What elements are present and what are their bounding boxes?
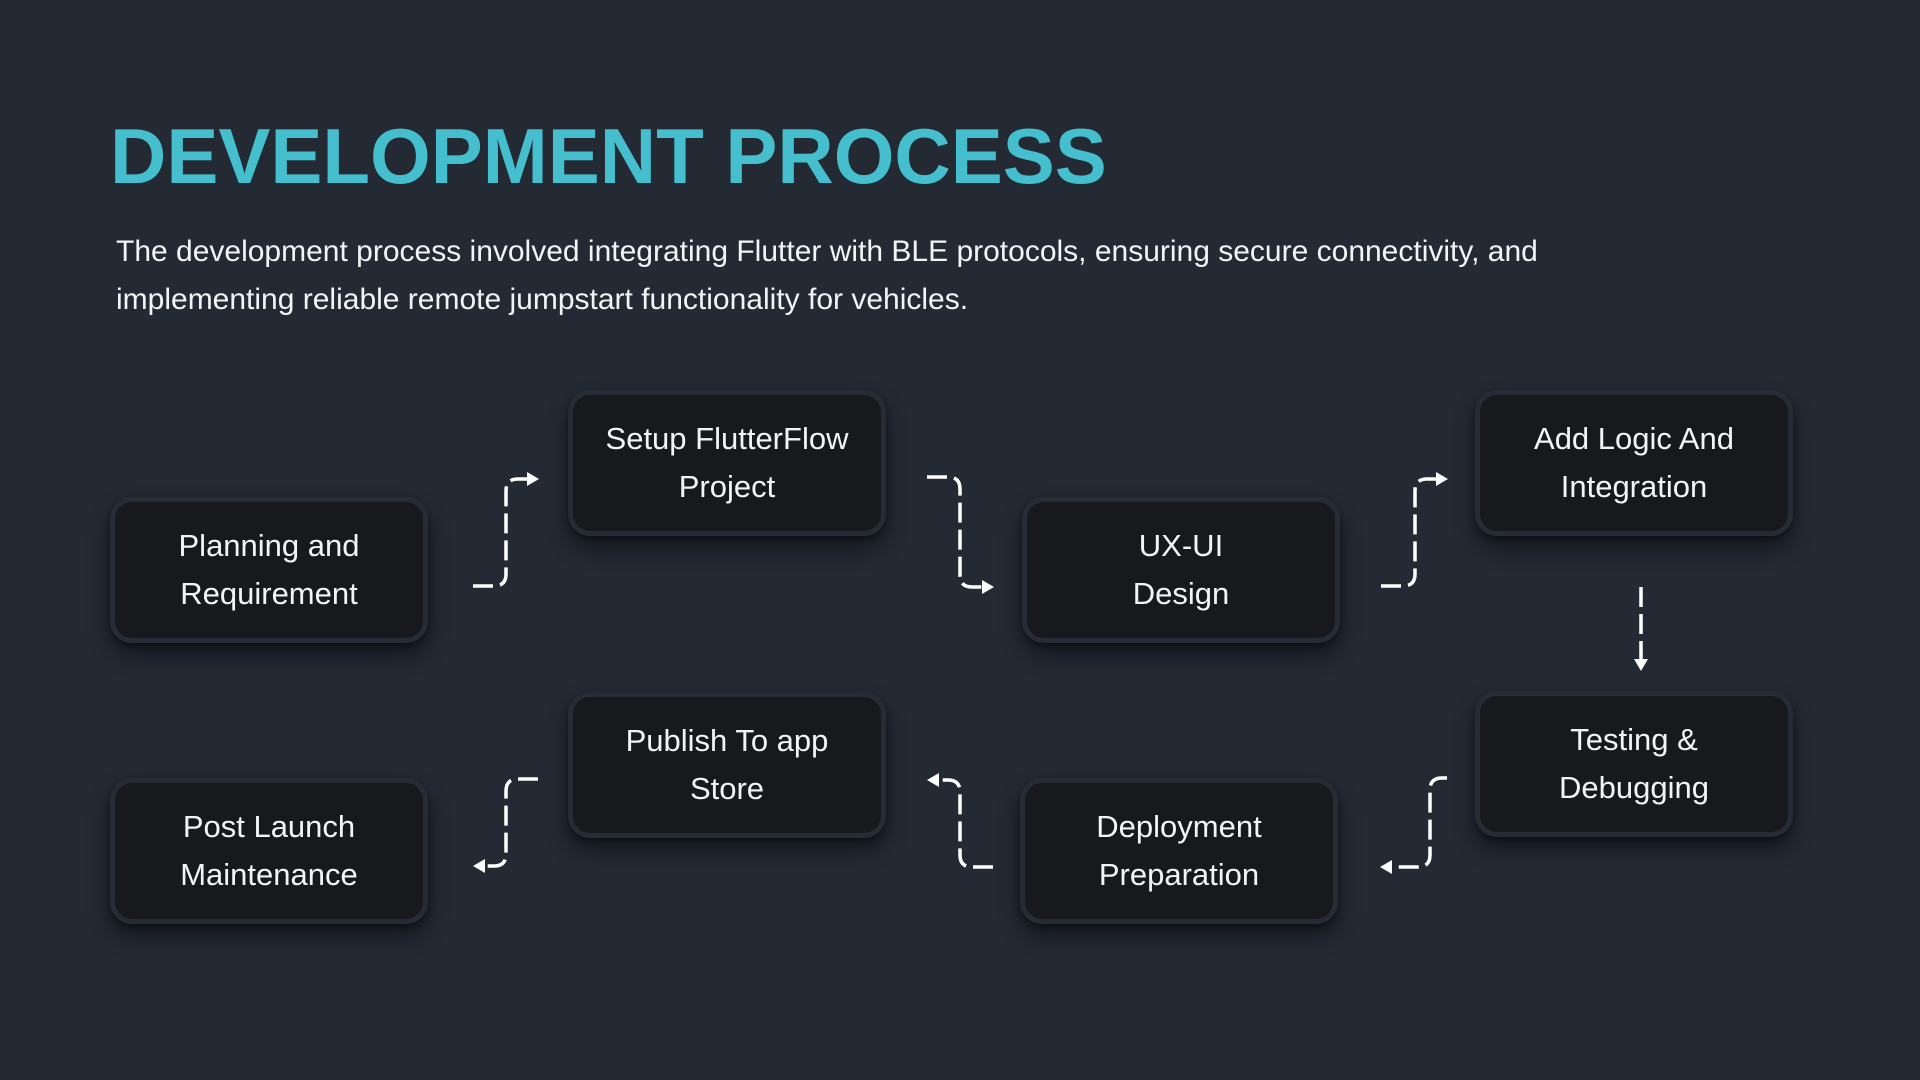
step-label-line: UX-UI <box>1138 528 1224 563</box>
connector-ux-ui-to-logic <box>1381 472 1448 588</box>
step-label: Deployment Preparation <box>1096 803 1261 899</box>
arrow-right-icon <box>527 472 539 486</box>
step-testing: Testing & Debugging <box>1475 691 1793 837</box>
step-label: Testing & Debugging <box>1559 716 1709 812</box>
connector-testing-to-deployment <box>1380 776 1447 874</box>
arrow-right-icon <box>982 580 994 594</box>
step-deployment: Deployment Preparation <box>1020 778 1338 924</box>
step-label: Add Logic And Integration <box>1534 415 1734 511</box>
connector-planning-to-setup <box>473 472 539 588</box>
step-label-line: Project <box>678 469 776 504</box>
step-post-launch: Post Launch Maintenance <box>110 778 428 924</box>
arrow-right-icon <box>1436 472 1448 486</box>
step-setup: Setup FlutterFlow Project <box>568 390 886 536</box>
step-label-line: Debugging <box>1559 770 1709 805</box>
step-label-line: Store <box>689 771 765 806</box>
step-label-line: Maintenance <box>180 857 358 892</box>
arrow-down-icon <box>1634 659 1648 671</box>
step-label-line: Integration <box>1560 469 1708 504</box>
step-label-line: Publish To app <box>625 723 829 758</box>
step-label-line: Post Launch <box>182 809 356 844</box>
step-label-line: Design <box>1132 576 1230 611</box>
step-publish: Publish To app Store <box>568 692 886 838</box>
description: The development process involved integra… <box>116 228 1816 324</box>
step-label: Planning and Requirement <box>179 522 360 618</box>
step-label-line: Testing & <box>1570 722 1698 757</box>
step-label: Post Launch Maintenance <box>180 803 358 899</box>
step-label-line: Planning and <box>178 528 360 563</box>
step-label-line: Add Logic And <box>1534 421 1734 456</box>
page-title: DEVELOPMENT PROCESS <box>110 112 1107 200</box>
description-line-1: The development process involved integra… <box>116 235 1538 268</box>
step-logic: Add Logic And Integration <box>1475 390 1793 536</box>
connector-logic-to-testing <box>1634 587 1648 671</box>
step-label: UX-UI Design <box>1133 522 1230 618</box>
connector-publish-to-post-launch <box>473 777 538 873</box>
arrow-left-icon <box>1380 860 1392 874</box>
step-ux-ui: UX-UI Design <box>1022 497 1340 643</box>
step-label-line: Setup FlutterFlow <box>605 421 849 456</box>
connector-setup-to-ux-ui <box>927 475 994 594</box>
step-label-line: Preparation <box>1098 857 1260 892</box>
arrow-left-icon <box>473 859 485 873</box>
step-planning: Planning and Requirement <box>110 497 428 643</box>
arrow-left-icon <box>927 773 939 787</box>
step-label: Setup FlutterFlow Project <box>606 415 849 511</box>
step-label: Publish To app Store <box>626 717 829 813</box>
description-line-2: implementing reliable remote jumpstart f… <box>116 283 969 316</box>
step-label-line: Deployment <box>1096 809 1262 844</box>
step-label-line: Requirement <box>180 576 358 611</box>
connector-deployment-to-publish <box>927 773 993 869</box>
